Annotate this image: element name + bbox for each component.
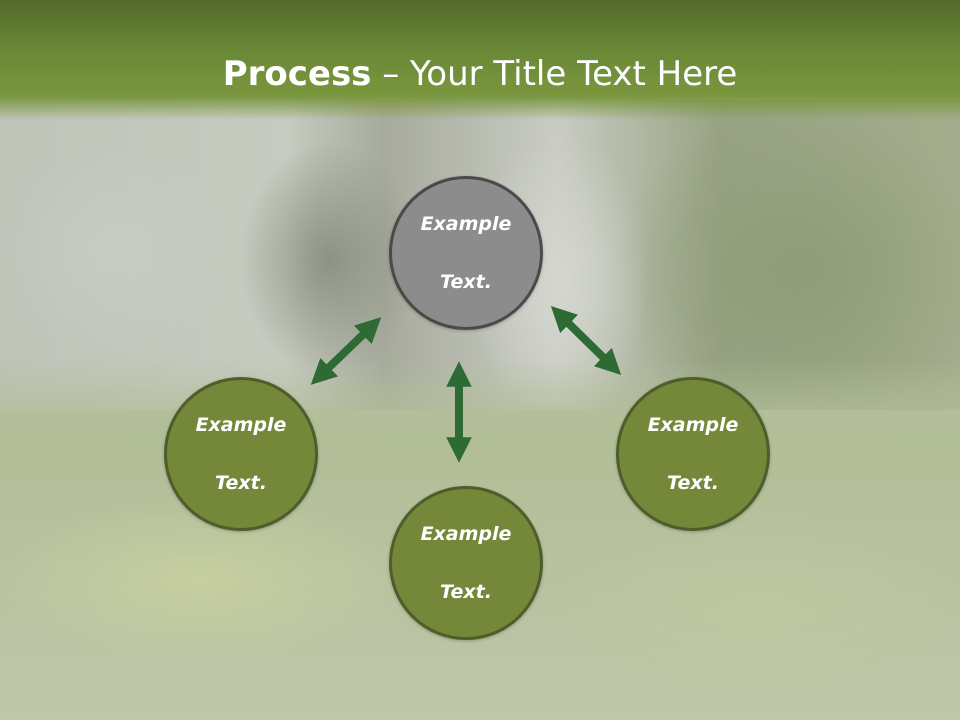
node-right-line2: Text. [667,471,719,494]
node-right-line1: Example [647,413,739,436]
node-bottom-line2: Text. [440,580,492,603]
slide-title: Process – Your Title Text Here [0,52,960,96]
title-banner [0,0,960,120]
title-bold-part: Process [222,54,372,94]
node-left-line1: Example [195,413,287,436]
double-arrow-top-left [310,317,382,385]
node-top-line1: Example [420,212,512,235]
node-left-line2: Text. [215,471,267,494]
double-arrow-top-right [550,306,622,375]
node-bottom-line1: Example [420,522,512,545]
node-top-line2: Text. [440,270,492,293]
title-rest-part: – Your Title Text Here [371,54,738,94]
